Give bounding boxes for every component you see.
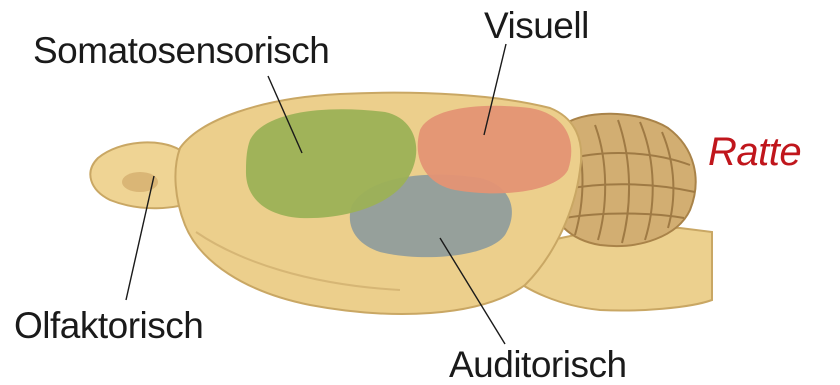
visual-area (418, 106, 572, 194)
label-visual: Visuell (484, 7, 589, 44)
label-olfactory: Olfaktorisch (14, 307, 203, 344)
species-title: Ratte (708, 132, 801, 172)
label-auditory: Auditorisch (449, 346, 627, 383)
label-somatosensory: Somatosensorisch (33, 32, 329, 69)
